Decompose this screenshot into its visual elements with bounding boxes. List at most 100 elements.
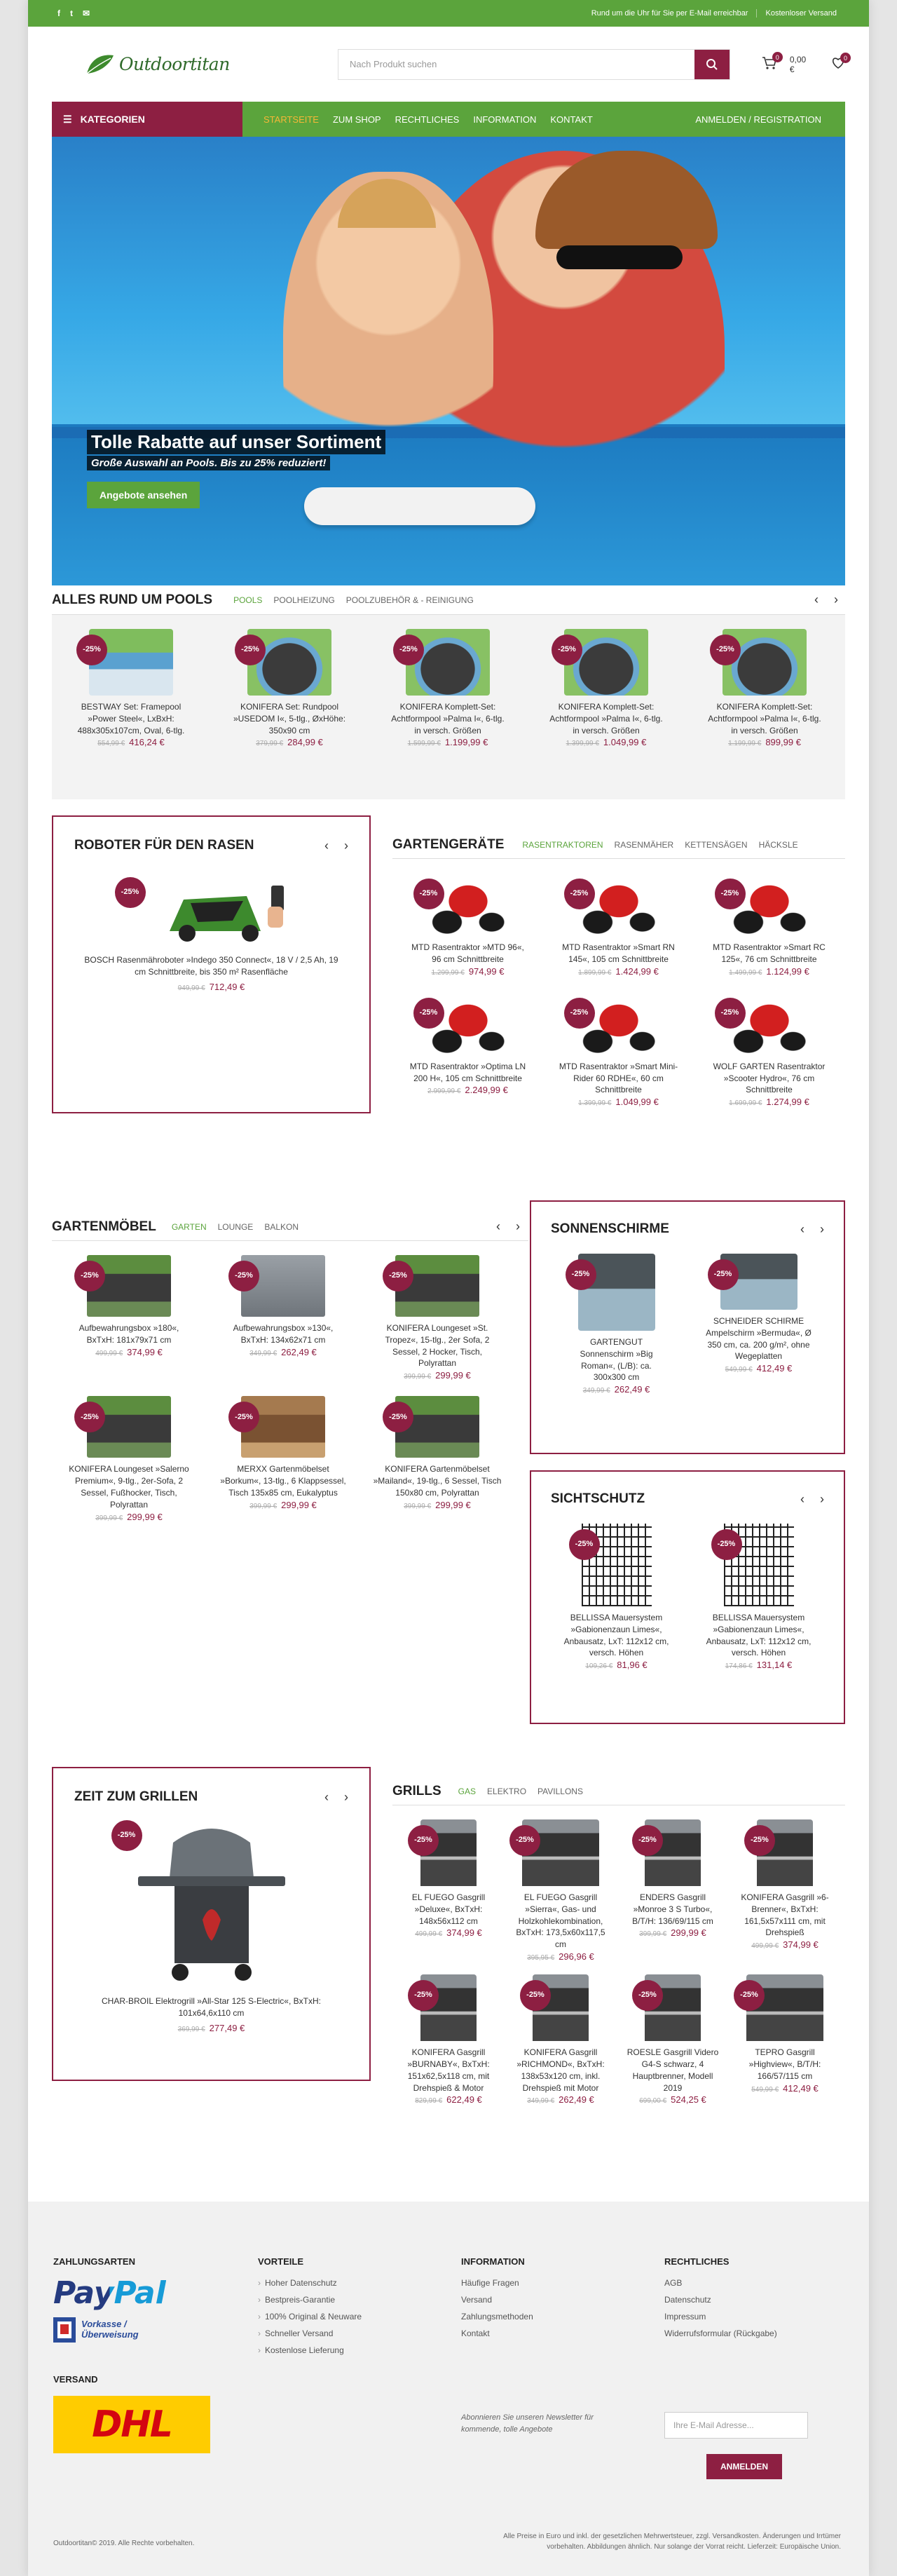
carousel-prev-arrow-icon[interactable]: ‹ <box>800 1221 804 1236</box>
product-card[interactable]: -25% BELLISSA Mauersystem »Gabionenzaun … <box>545 1524 687 1672</box>
footer-link-impressum[interactable]: Impressum <box>664 2312 706 2321</box>
product-card[interactable]: -25% EL FUEGO Gasgrill »Sierra«, Gas- un… <box>505 1819 617 1963</box>
carousel-next-arrow-icon[interactable]: › <box>344 838 348 853</box>
old-price: 699,00 € <box>639 2097 667 2106</box>
tab-poolheizung[interactable]: POOLHEIZUNG <box>273 595 335 605</box>
hero-cta-button[interactable]: Angebote ansehen <box>87 482 200 508</box>
nav-link-startseite[interactable]: STARTSEITE <box>263 114 319 125</box>
product-card[interactable]: -25% WOLF GARTEN Rasentraktor »Scooter H… <box>694 991 844 1109</box>
search-input[interactable]: Nach Produkt suchen <box>350 58 437 69</box>
tab-elektro[interactable]: ELEKTRO <box>487 1786 527 1796</box>
newsletter-email-input[interactable]: Ihre E-Mail Adresse... <box>664 2412 808 2439</box>
tab-rasentraktoren[interactable]: RASENTRAKTOREN <box>522 839 603 850</box>
tab-haecksler[interactable]: HÄCKSLE <box>758 839 798 850</box>
carousel-next-arrow-icon[interactable]: › <box>516 1219 520 1233</box>
product-card[interactable]: -25% MTD Rasentraktor »Optima LN 200 H«,… <box>392 991 543 1109</box>
product-image: -25% <box>632 1819 701 1886</box>
product-card[interactable]: -25% MTD Rasentraktor »MTD 96«, 96 cm Sc… <box>392 873 543 978</box>
newsletter-subscribe-button[interactable]: ANMELDEN <box>706 2454 782 2479</box>
nav-link-information[interactable]: INFORMATION <box>473 114 537 125</box>
product-name: SCHNEIDER SCHIRME Ampelschirm »Bermuda«,… <box>706 1316 812 1362</box>
product-card[interactable]: -25% KONIFERA Loungeset »St. Tropez«, 15… <box>360 1255 514 1382</box>
carousel-next-arrow-icon[interactable]: › <box>820 1491 824 1506</box>
product-card[interactable]: -25% KONIFERA Gartenmöbelset »Mailand«, … <box>360 1396 514 1523</box>
new-price: 262,49 € <box>559 2094 594 2106</box>
wishlist-button[interactable]: 0 <box>831 53 851 72</box>
product-card[interactable]: -25% TEPRO Gasgrill »Highview«, B/T/H: 1… <box>729 1974 841 2106</box>
product-card[interactable]: -25% MTD Rasentraktor »Smart Mini-Rider … <box>543 991 694 1109</box>
footer-link-datenschutz[interactable]: Datenschutz <box>664 2295 711 2305</box>
product-card[interactable]: -25% MTD Rasentraktor »Smart RC 125«, 76… <box>694 873 844 978</box>
product-image: -25% <box>408 1974 477 2042</box>
carousel-prev-arrow-icon[interactable]: ‹ <box>814 592 819 606</box>
carousel-prev-arrow-icon[interactable]: ‹ <box>800 1491 804 1506</box>
old-price: 369,99 € <box>177 2025 205 2033</box>
login-register-link[interactable]: ANMELDEN / REGISTRATION <box>695 114 821 125</box>
discount-badge: -25% <box>710 635 741 665</box>
tab-pavillons[interactable]: PAVILLONS <box>537 1786 583 1796</box>
product-card[interactable]: -25% ENDERS Gasgrill »Monroe 3 S Turbo«,… <box>617 1819 729 1963</box>
carousel-next-arrow-icon[interactable]: › <box>344 1789 348 1804</box>
product-card[interactable]: -25% GARTENGUT Sonnenschirm »Big Roman«,… <box>545 1254 687 1396</box>
paypal-logo: PayPal <box>53 2275 166 2311</box>
product-name: Aufbewahrungsbox »180«, BxTxH: 181x79x71… <box>78 1323 179 1345</box>
new-price: 2.249,99 € <box>465 1085 508 1096</box>
twitter-icon[interactable]: t <box>70 8 73 18</box>
facebook-icon[interactable]: f <box>57 8 60 18</box>
footer-link-versand[interactable]: Versand <box>461 2295 493 2305</box>
discount-badge: -25% <box>383 1402 413 1433</box>
product-card[interactable]: -25% KONIFERA Komplett-Set: Achtformpool… <box>685 629 844 750</box>
nav-link-shop[interactable]: ZUM SHOP <box>332 114 381 125</box>
tab-lounge[interactable]: LOUNGE <box>217 1221 254 1232</box>
tab-poolzubehoer[interactable]: POOLZUBEHÖR & - REINIGUNG <box>345 595 474 605</box>
product-name: MTD Rasentraktor »MTD 96«, 96 cm Schnitt… <box>411 942 524 964</box>
footer-link-agb[interactable]: AGB <box>664 2278 683 2288</box>
footer-link-kontakt[interactable]: Kontakt <box>461 2328 490 2338</box>
product-card[interactable]: -25% BELLISSA Mauersystem »Gabionenzaun … <box>687 1524 830 1672</box>
tab-garten[interactable]: GARTEN <box>171 1221 207 1232</box>
nav-link-rechtliches[interactable]: RECHTLICHES <box>395 114 460 125</box>
product-name: KONIFERA Gartenmöbelset »Mailand«, 19-tl… <box>373 1464 502 1498</box>
footer-link-zahlungsmethoden[interactable]: Zahlungsmethoden <box>461 2312 533 2321</box>
product-card[interactable]: -25% CHAR-BROIL Elektrogrill »All-Star 1… <box>53 1815 369 2035</box>
carousel-next-arrow-icon[interactable]: › <box>834 592 838 606</box>
top-bar: f t ✉ Rund um die Uhr für Sie per E-Mail… <box>28 0 869 27</box>
product-card[interactable]: -25% KONIFERA Set: Rundpool »USEDOM I«, … <box>210 629 369 750</box>
tab-gas[interactable]: GAS <box>458 1786 477 1796</box>
product-name: KONIFERA Set: Rundpool »USEDOM I«, 5-tlg… <box>233 702 346 735</box>
product-card[interactable]: -25% KONIFERA Komplett-Set: Achtformpool… <box>527 629 685 750</box>
logo[interactable]: Outdoortitan <box>84 53 311 76</box>
product-card[interactable]: -25% KONIFERA Loungeset »Salerno Premium… <box>52 1396 206 1523</box>
product-card[interactable]: -25% KONIFERA Gasgrill »BURNABY«, BxTxH:… <box>392 1974 505 2106</box>
product-card[interactable]: -25% Aufbewahrungsbox »130«, BxTxH: 134x… <box>206 1255 360 1382</box>
product-name: KONIFERA Loungeset »St. Tropez«, 15-tlg.… <box>385 1323 490 1369</box>
carousel-prev-arrow-icon[interactable]: ‹ <box>324 1789 329 1804</box>
product-card[interactable]: -25% MTD Rasentraktor »Smart RN 145«, 10… <box>543 873 694 978</box>
tab-pools[interactable]: POOLS <box>233 595 263 605</box>
tab-balkon[interactable]: BALKON <box>264 1221 299 1232</box>
product-card[interactable]: -25% BESTWAY Set: Framepool »Power Steel… <box>52 629 210 750</box>
carousel-prev-arrow-icon[interactable]: ‹ <box>324 838 329 853</box>
nav-link-kontakt[interactable]: KONTAKT <box>550 114 593 125</box>
carousel-next-arrow-icon[interactable]: › <box>820 1221 824 1236</box>
product-card[interactable]: -25% BOSCH Rasenmähroboter »Indego 350 C… <box>53 872 369 994</box>
garden-tools-tabs: RASENTRAKTOREN RASENMÄHER KETTENSÄGEN HÄ… <box>522 840 797 850</box>
product-card[interactable]: -25% KONIFERA Gasgrill »6-Brenner«, BxTx… <box>729 1819 841 1963</box>
footer-link-faq[interactable]: Häufige Fragen <box>461 2278 519 2288</box>
product-card[interactable]: -25% ROESLE Gasgrill Videro G4-S schwarz… <box>617 1974 729 2106</box>
product-card[interactable]: -25% MERXX Gartenmöbelset »Borkum«, 13-t… <box>206 1396 360 1523</box>
search-button[interactable] <box>694 49 730 79</box>
categories-menu-button[interactable]: ☰ KATEGORIEN <box>52 102 242 137</box>
product-card[interactable]: -25% SCHNEIDER SCHIRME Ampelschirm »Berm… <box>687 1254 830 1396</box>
mail-icon[interactable]: ✉ <box>83 8 90 18</box>
cart-button[interactable]: 0 <box>762 52 783 72</box>
product-card[interactable]: -25% KONIFERA Komplett-Set: Achtformpool… <box>369 629 527 750</box>
product-card[interactable]: -25% KONIFERA Gasgrill »RICHMOND«, BxTxH… <box>505 1974 617 2106</box>
tab-rasenmaeher[interactable]: RASENMÄHER <box>614 839 674 850</box>
carousel-prev-arrow-icon[interactable]: ‹ <box>496 1219 500 1233</box>
new-price: 374,99 € <box>127 1346 163 1357</box>
product-card[interactable]: -25% EL FUEGO Gasgrill »Deluxe«, BxTxH: … <box>392 1819 505 1963</box>
product-card[interactable]: -25% Aufbewahrungsbox »180«, BxTxH: 181x… <box>52 1255 206 1382</box>
tab-kettensaegen[interactable]: KETTENSÄGEN <box>685 839 748 850</box>
footer-link-widerruf[interactable]: Widerrufsformular (Rückgabe) <box>664 2328 777 2338</box>
